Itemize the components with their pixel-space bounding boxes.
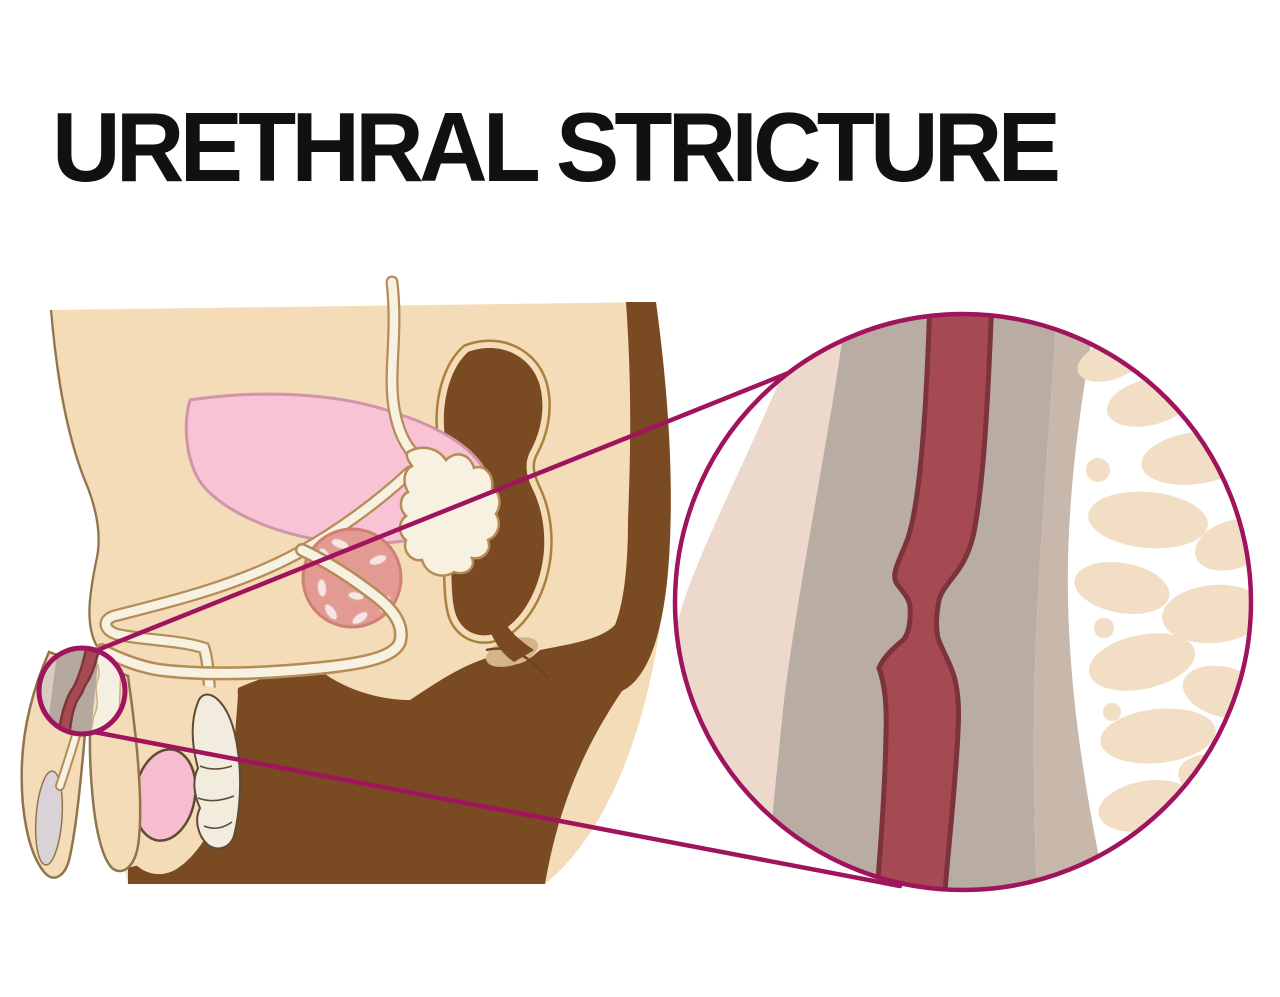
tissue-band-taupe [1033, 314, 1110, 890]
urethra-stricture-magnified [873, 314, 995, 890]
torso-left-edge-line [49, 309, 100, 649]
epididymis-folds [197, 765, 235, 829]
anal-canal [488, 624, 534, 662]
page-title: URETHRAL STRICTURE [52, 92, 1061, 202]
urethra-duct [95, 543, 408, 681]
big-magnifier-ring [672, 311, 1254, 893]
epididymis [191, 693, 242, 850]
glans-urethra-channel [34, 770, 64, 866]
stricture-site-magnifier [36, 645, 128, 737]
connector-line-top [97, 363, 809, 652]
ureter [385, 275, 425, 465]
pelvis-cross-section [20, 275, 671, 884]
magnified-stricture-view [672, 311, 1254, 893]
small-magnifier-ring [36, 645, 128, 737]
small-circle-urethra-stricture [55, 648, 102, 734]
magnifier-connector-lines [91, 363, 903, 889]
pelvic-brown-mass [128, 302, 671, 884]
seminal-vesicle [398, 446, 501, 577]
connector-line-bottom [91, 729, 903, 889]
